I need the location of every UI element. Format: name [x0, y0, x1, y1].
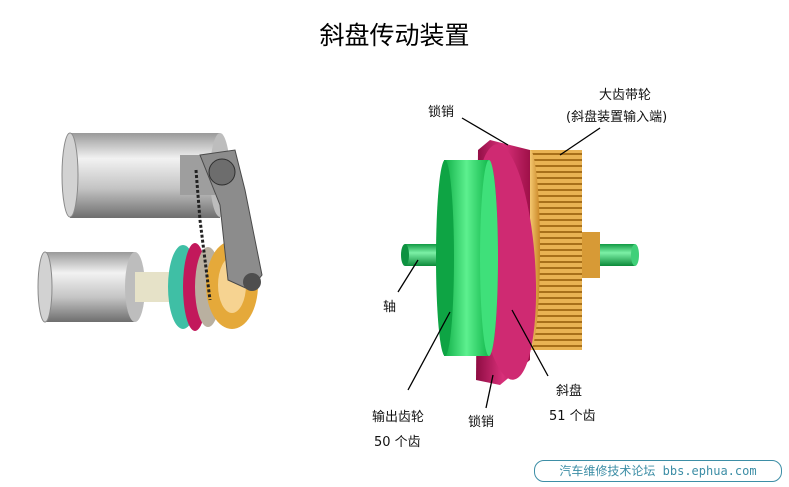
leader-lock-pin-bottom — [485, 374, 494, 409]
label-output-gear-teeth: 50 个齿 — [374, 435, 421, 450]
lower-motor-cylinder — [37, 251, 170, 323]
label-swash-plate: 斜盘 — [556, 384, 583, 399]
label-output-gear: 输出齿轮 — [372, 410, 425, 425]
label-lock-pin-bottom: 锁销 — [468, 415, 495, 430]
leader-shaft — [397, 259, 419, 293]
leader-lock-pin-top — [461, 117, 509, 146]
leader-swash-plate — [511, 309, 549, 377]
label-gear-wheel: 大齿带轮 — [599, 88, 652, 103]
leader-gear-wheel — [559, 127, 601, 156]
upper-motor-cylinder — [61, 132, 230, 218]
label-shaft: 轴 — [383, 300, 397, 315]
linkage-arm — [194, 149, 263, 301]
label-swash-plate-teeth: 51 个齿 — [549, 409, 596, 424]
leader-lines — [397, 117, 601, 409]
leader-output-gear — [407, 311, 451, 391]
exploded-diagram — [397, 117, 639, 409]
diagram-title: 斜盘传动装置 — [319, 21, 470, 50]
label-gear-wheel-input: (斜盘装置输入端) — [566, 110, 668, 125]
output-gear — [436, 160, 498, 356]
mechanism-assembly — [37, 132, 263, 331]
watermark: 汽车维修技术论坛 bbs.ephua.com — [534, 460, 782, 482]
label-lock-pin-top: 锁销 — [428, 105, 455, 120]
